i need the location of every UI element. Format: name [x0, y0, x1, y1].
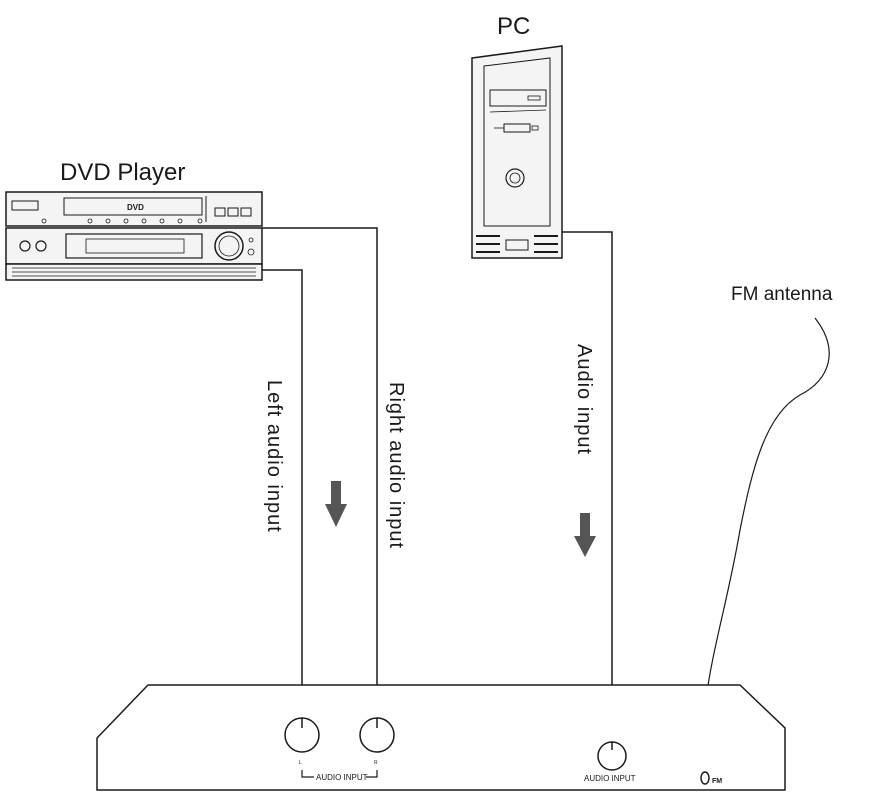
audio-input-pc-label: AUDIO INPUT: [584, 774, 636, 783]
cables: [262, 227, 613, 754]
fm-terminal-label: FM: [712, 778, 722, 785]
pc-label: PC: [497, 13, 530, 40]
dvd-player-label: DVD Player: [60, 159, 185, 186]
fm-terminal: [700, 771, 710, 785]
pc-tower: PC: [471, 13, 563, 259]
dvd-power-button: [11, 200, 39, 211]
jack-left-label: L: [299, 760, 302, 766]
pc-flow-arrow: [574, 513, 596, 557]
dvd-player: DVD Player DVD: [5, 159, 263, 281]
pc-optical-drive: [489, 89, 547, 107]
dvd-display: [65, 233, 203, 259]
pc-power-button: [505, 168, 525, 188]
dvd-disc-tray: [63, 197, 203, 216]
dvd-flow-arrow: [325, 481, 347, 527]
left-audio-input-label: Left audio input: [263, 380, 285, 533]
pc-case: [471, 45, 563, 259]
cable-right-audio: [262, 227, 378, 728]
cable-left-audio: [262, 269, 303, 728]
jack-right-label: R: [374, 760, 378, 766]
receiver-body: [96, 684, 786, 791]
right-audio-input-label: Right audio input: [385, 382, 407, 549]
audio-input-lr-label: AUDIO INPUT: [316, 773, 368, 782]
fm-antenna-label: FM antenna: [731, 284, 833, 305]
dvd-badge: DVD: [127, 203, 144, 212]
dvd-volume-knob: [214, 231, 244, 261]
receiver-unit: L R AUDIO INPUT AUDIO INPUT FM: [96, 684, 786, 791]
pc-audio-input-label: Audio input: [573, 344, 595, 455]
cable-pc-audio: [562, 231, 613, 754]
